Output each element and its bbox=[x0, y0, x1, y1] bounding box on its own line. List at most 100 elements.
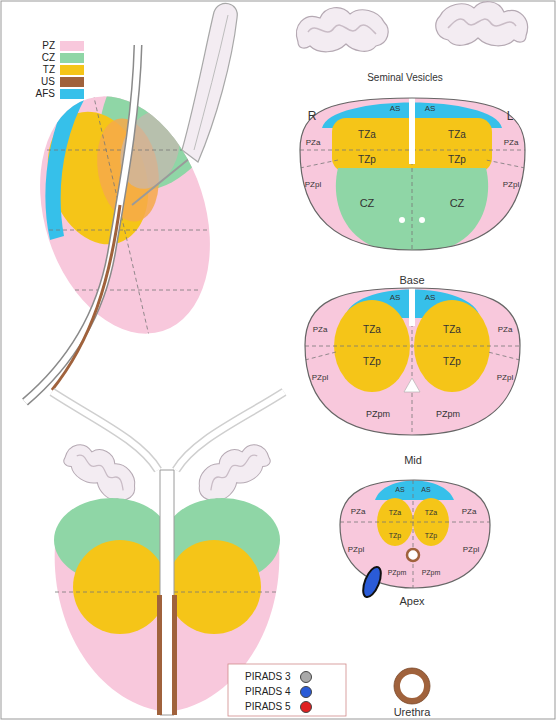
zone-label: AS bbox=[425, 105, 436, 113]
legend-swatch bbox=[60, 77, 84, 87]
zone-label: PZpm bbox=[366, 410, 390, 419]
section-outline bbox=[340, 480, 490, 588]
seminal-vesicle bbox=[190, 433, 275, 508]
zone-label: TZp bbox=[443, 357, 461, 367]
zone-label: TZp bbox=[425, 532, 437, 539]
zone-divider bbox=[340, 480, 490, 588]
zone-label: TZa bbox=[443, 325, 461, 335]
side-marker: R bbox=[308, 110, 317, 122]
zone-label: PZpm bbox=[422, 569, 441, 576]
ejaculatory-duct bbox=[419, 217, 425, 223]
transition-zone bbox=[73, 540, 167, 634]
seminal-vesicle bbox=[206, 451, 258, 490]
zone-label: AS bbox=[421, 486, 430, 493]
legend-swatch bbox=[60, 41, 84, 51]
zone-label: AS bbox=[395, 486, 404, 493]
legend-box bbox=[228, 664, 346, 716]
seminal-vesicle bbox=[76, 451, 128, 490]
mid-section bbox=[305, 286, 520, 435]
section-outline bbox=[305, 288, 520, 435]
ejaculatory-duct bbox=[132, 158, 190, 205]
lesion-marker bbox=[360, 565, 385, 600]
urethra bbox=[404, 378, 420, 392]
legend-text: PZ bbox=[42, 41, 55, 51]
legend-text: CZ bbox=[42, 53, 55, 63]
section-label: Apex bbox=[399, 596, 424, 607]
zone-label: PZpl bbox=[463, 546, 479, 554]
urethra-ring bbox=[397, 671, 427, 701]
legend-text: TZ bbox=[43, 65, 55, 75]
side-marker: L bbox=[507, 110, 514, 122]
legend-swatch bbox=[300, 701, 312, 713]
zone-label: PZa bbox=[351, 508, 366, 516]
legend-text: US bbox=[41, 77, 55, 87]
legend-swatch bbox=[60, 53, 84, 63]
urethral-sphincter bbox=[172, 595, 177, 715]
zone-label: PZpl bbox=[305, 181, 321, 189]
section-label: Base bbox=[399, 275, 424, 286]
anterior-stroma bbox=[375, 481, 454, 501]
urethral-sphincter bbox=[157, 595, 162, 715]
zone-label: PZa bbox=[498, 326, 513, 334]
zone-label: CZ bbox=[450, 198, 465, 209]
seminal-vesicle bbox=[59, 433, 144, 508]
zone-label: TZa bbox=[448, 130, 466, 140]
legend-swatch bbox=[300, 671, 312, 683]
seminal-vesicle bbox=[308, 25, 376, 34]
zone-label: TZp bbox=[363, 357, 381, 367]
urethra bbox=[25, 45, 138, 402]
zone-label: PZa bbox=[306, 139, 321, 147]
midline-cleft bbox=[409, 286, 415, 326]
zone-label: PZpm bbox=[388, 569, 407, 576]
zone-label: PZpl bbox=[503, 181, 519, 189]
section-label: Mid bbox=[404, 455, 422, 466]
seminal-vesicle bbox=[448, 19, 516, 28]
structure-label: Urethra bbox=[394, 707, 431, 718]
anterior-stroma bbox=[45, 90, 86, 240]
peripheral-zone bbox=[340, 480, 490, 588]
urethra-ring bbox=[394, 668, 430, 704]
zone-label: PZpl bbox=[348, 546, 364, 554]
zone-label: TZa bbox=[363, 325, 381, 335]
zone-divider bbox=[35, 80, 215, 340]
vas-deferens bbox=[194, 15, 228, 150]
legend-text: PIRADS 3 bbox=[245, 672, 291, 682]
section-outline bbox=[300, 98, 525, 250]
legend-swatch bbox=[300, 686, 312, 698]
legend-text: PIRADS 4 bbox=[245, 687, 291, 697]
legend-swatch bbox=[60, 65, 84, 75]
urethral-sphincter bbox=[52, 205, 120, 390]
zone-label: TZa bbox=[358, 130, 376, 140]
zone-label: TZa bbox=[425, 509, 437, 516]
legend-swatch bbox=[60, 89, 84, 99]
zone-label: TZp bbox=[358, 155, 376, 165]
zone-label: CZ bbox=[360, 198, 375, 209]
transition-zone bbox=[167, 540, 261, 634]
zone-label: TZp bbox=[448, 155, 466, 165]
zone-label: TZa bbox=[389, 509, 401, 516]
zone-label: TZp bbox=[389, 532, 401, 539]
zone-label: AS bbox=[425, 294, 436, 302]
seminal-vesicle bbox=[297, 8, 389, 52]
midline-cleft bbox=[409, 96, 415, 164]
seminal-vesicles bbox=[297, 2, 528, 52]
urethra bbox=[407, 549, 419, 561]
sagittal-view bbox=[11, 3, 257, 402]
zone-label: PZa bbox=[313, 326, 328, 334]
zone-label: PZpl bbox=[312, 374, 328, 382]
structure-label: Seminal Vesicles bbox=[367, 73, 443, 83]
zone-label: AS bbox=[390, 294, 401, 302]
apex-section bbox=[340, 480, 490, 599]
zone-label: PZpl bbox=[497, 374, 513, 382]
zone-label: PZa bbox=[462, 508, 477, 516]
seminal-vesicle bbox=[436, 2, 528, 46]
legend-text: AFS bbox=[36, 89, 55, 99]
zone-label: AS bbox=[390, 105, 401, 113]
zone-label: PZa bbox=[504, 139, 519, 147]
seminal-vesicle bbox=[182, 3, 237, 162]
legend-text: PIRADS 5 bbox=[245, 702, 291, 712]
base-section bbox=[300, 96, 525, 254]
